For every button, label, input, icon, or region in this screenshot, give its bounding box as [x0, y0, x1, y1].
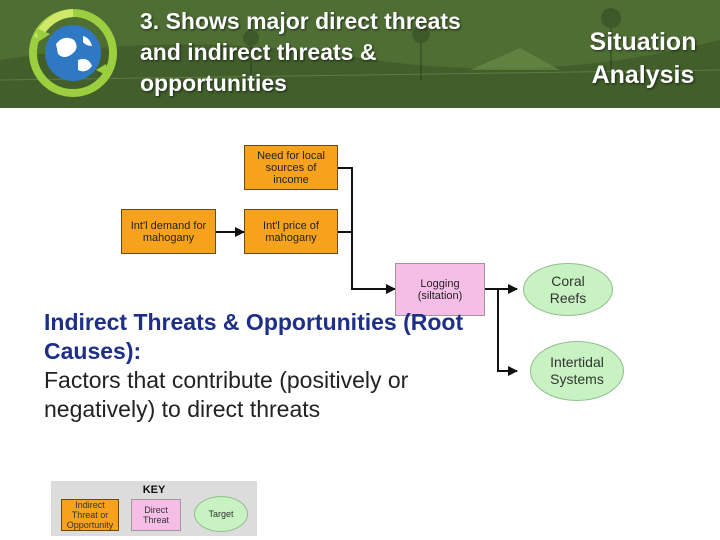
node-coral-reefs: Coral Reefs — [523, 263, 613, 316]
node-logging: Logging (siltation) — [395, 263, 485, 316]
globe-recycle-icon — [29, 9, 117, 97]
section-label: Situation Analysis — [589, 28, 697, 89]
key-indirect: Indirect Threat or Opportunity — [61, 499, 119, 531]
slide-header: 3. Shows major direct threats and indire… — [0, 0, 720, 108]
node-intl-demand: Int'l demand for mahogany — [121, 209, 216, 254]
body-description: Factors that contribute (positively or n… — [44, 367, 409, 422]
arrow-income-to-logging — [338, 167, 396, 294]
legend-key: KEY Indirect Threat or Opportunity Direc… — [51, 481, 257, 536]
key-direct: Direct Threat — [131, 499, 181, 531]
header-background — [0, 0, 720, 108]
node-need-local-income: Need for local sources of income — [244, 145, 338, 190]
key-title: KEY — [142, 484, 166, 496]
slide-title: 3. Shows major direct threats and indire… — [140, 8, 461, 96]
arrow-logging-to-intertidal — [497, 289, 518, 376]
node-intertidal-systems: Intertidal Systems — [530, 341, 624, 401]
body-text: Indirect Threats & Opportunities (Root C… — [44, 308, 474, 424]
body-heading: Indirect Threats & Opportunities (Root C… — [44, 309, 464, 364]
key-target: Target — [194, 496, 248, 532]
node-intl-price: Int'l price of mahogany — [244, 209, 338, 254]
